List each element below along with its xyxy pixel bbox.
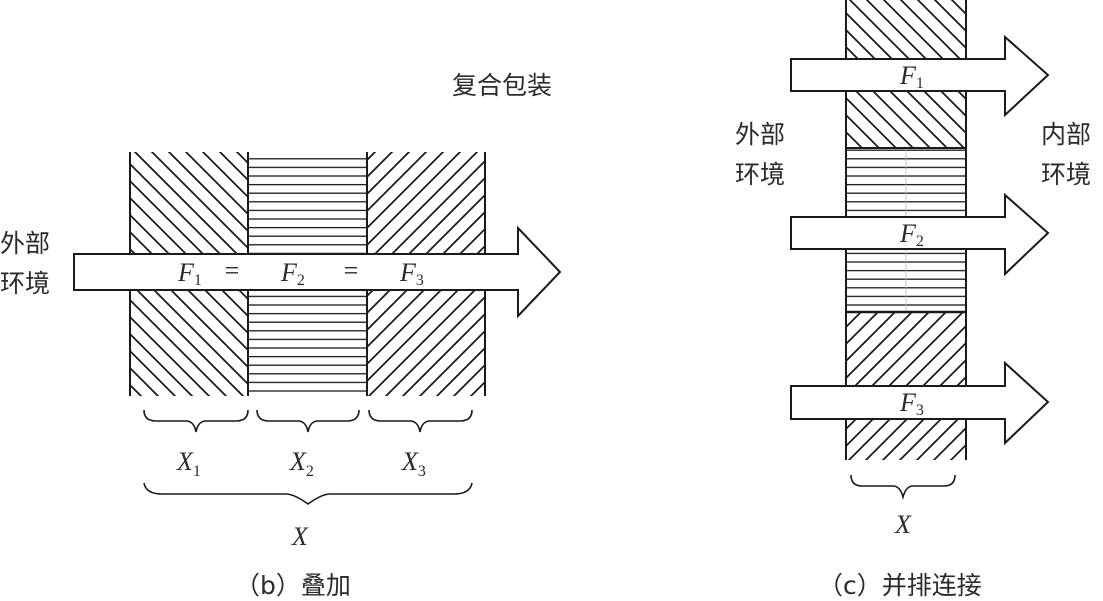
- flow-label-f3: F3: [899, 388, 924, 419]
- equals-sign-2: =: [344, 256, 359, 285]
- flow-label-f3: F3: [399, 258, 424, 289]
- brace-total: [850, 474, 956, 501]
- panel-b-stacked: F1 = F2 = F3 外部 环境 X1 X2 X3 X （b）叠加: [0, 152, 562, 600]
- outside-label-line1: 外部: [0, 229, 50, 258]
- flow-label-f1: F1: [899, 61, 924, 92]
- total-label-x: X: [291, 522, 309, 551]
- brace-total: [143, 482, 473, 505]
- inside-label-line1: 内部: [1041, 120, 1091, 149]
- diagram-title: 复合包装: [452, 71, 552, 100]
- flow-arrow: [73, 225, 562, 319]
- panel-b-caption: （b）叠加: [235, 571, 351, 600]
- outside-label-line2: 环境: [0, 269, 50, 298]
- braces-small: [143, 409, 473, 433]
- flow-label-f2: F2: [899, 219, 924, 250]
- inside-label-line2: 环境: [1041, 160, 1091, 189]
- panel-c-side-by-side: F1 F2 F3 外部 环境 内部 环境 X （c）并排连接: [735, 0, 1091, 600]
- flow-arrow-f2: [790, 192, 1050, 277]
- brace-label-x2: X2: [289, 447, 314, 480]
- flow-label-f1: F1: [177, 258, 202, 289]
- brace-x2: [256, 409, 360, 433]
- flow-arrow-f1: [790, 34, 1050, 118]
- outside-label-line2: 环境: [735, 160, 785, 189]
- brace-x3: [368, 409, 473, 433]
- flow-label-f2: F2: [280, 258, 305, 289]
- flow-arrow-f3: [790, 360, 1050, 446]
- brace-label-x3: X3: [401, 447, 426, 480]
- brace-x1: [143, 409, 249, 433]
- total-label-x: X: [894, 510, 912, 539]
- brace-label-x1: X1: [176, 447, 201, 480]
- panel-c-caption: （c）并排连接: [818, 571, 982, 600]
- outside-label-line1: 外部: [735, 120, 785, 149]
- equals-sign-1: =: [225, 256, 240, 285]
